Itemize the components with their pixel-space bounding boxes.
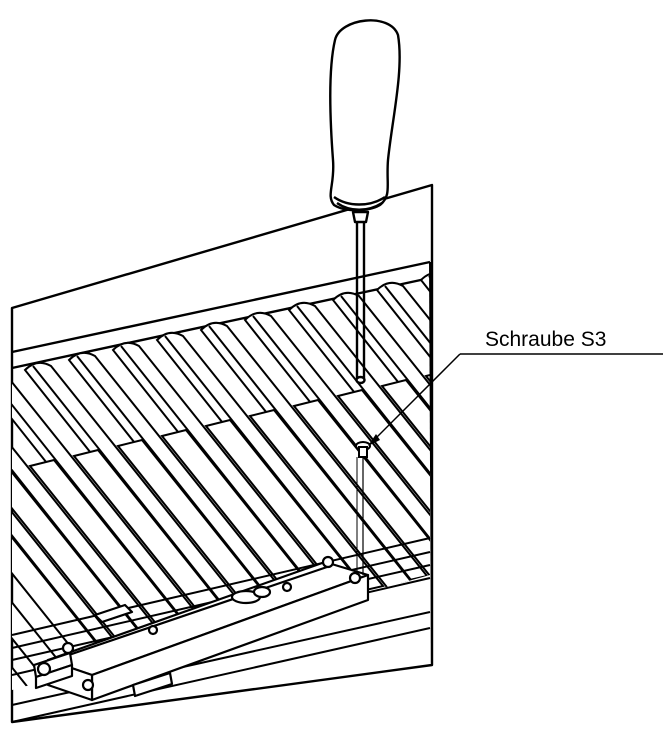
slat-lower <box>380 378 430 588</box>
slat-edge <box>517 256 665 510</box>
slat-array <box>12 253 665 690</box>
callout-arrowhead <box>368 434 380 446</box>
callout: Schraube S3 <box>368 328 663 446</box>
slat-edge <box>340 295 430 551</box>
slat <box>375 281 430 544</box>
slat-lower <box>424 368 430 578</box>
screwdriver <box>329 19 401 385</box>
slat <box>419 271 430 534</box>
slat <box>465 263 665 522</box>
slat-edge <box>384 285 430 541</box>
slat <box>12 381 165 644</box>
callout-label: Schraube S3 <box>485 328 606 351</box>
slat-lower <box>292 398 430 608</box>
slat <box>12 391 121 654</box>
slat <box>509 253 665 512</box>
screw-s3 <box>355 441 371 575</box>
slat-lower <box>336 388 430 598</box>
slat-lower <box>12 488 84 690</box>
slat-edge <box>296 305 430 561</box>
slat-edge <box>473 266 665 520</box>
slat-edge <box>428 275 430 531</box>
callout-leader-line <box>369 353 461 445</box>
lock-plate <box>32 555 370 702</box>
